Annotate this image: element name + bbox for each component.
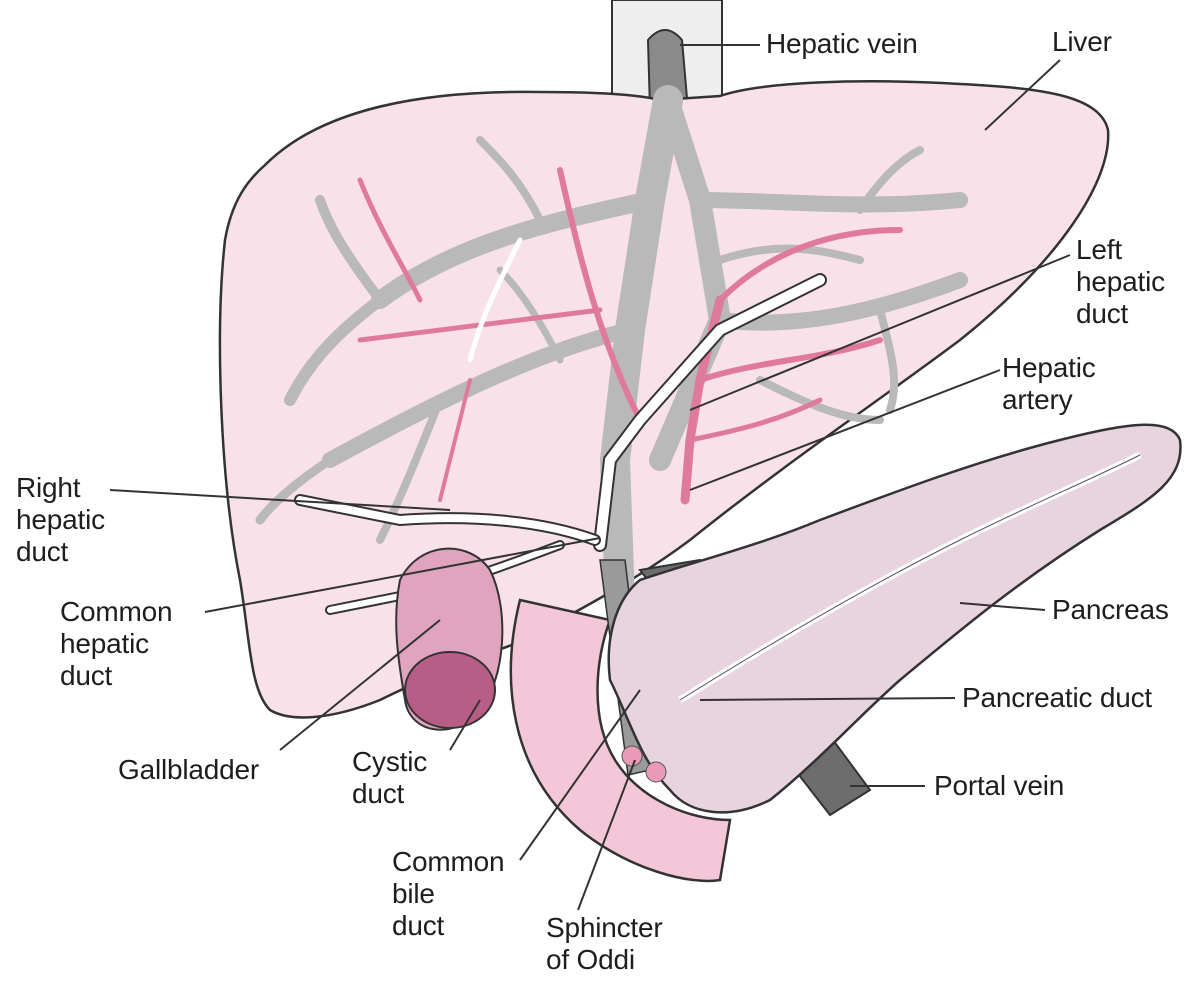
label-gallbladder: Gallbladder: [118, 754, 259, 785]
label-pancreatic-duct: Pancreatic duct: [962, 682, 1152, 713]
leader-lines: [109, 44, 1071, 911]
label-common-hepatic-duct: Common hepatic duct: [60, 596, 173, 691]
label-portal-vein: Portal vein: [934, 770, 1065, 801]
hepatic-vessel-branches: [255, 85, 968, 615]
gallbladder-fundus: [404, 651, 496, 729]
pancreas-shape: [607, 423, 1182, 814]
label-sphincter-of-oddi: Sphincter of Oddi: [546, 912, 663, 975]
sphincter-dot-1: [621, 745, 643, 767]
sphincter-dot-2: [645, 761, 667, 783]
label-right-hepatic-duct: Right hepatic duct: [16, 472, 105, 567]
label-hepatic-artery: Hepatic artery: [1002, 352, 1096, 415]
label-hepatic-vein: Hepatic vein: [766, 28, 918, 59]
label-liver: Liver: [1052, 26, 1112, 57]
label-cystic-duct: Cystic duct: [352, 746, 428, 809]
duodenum: [509, 598, 732, 883]
label-left-hepatic-duct: Left hepatic duct: [1076, 234, 1165, 329]
label-common-bile-duct: Common bile duct: [392, 846, 505, 941]
label-pancreas: Pancreas: [1052, 594, 1169, 625]
